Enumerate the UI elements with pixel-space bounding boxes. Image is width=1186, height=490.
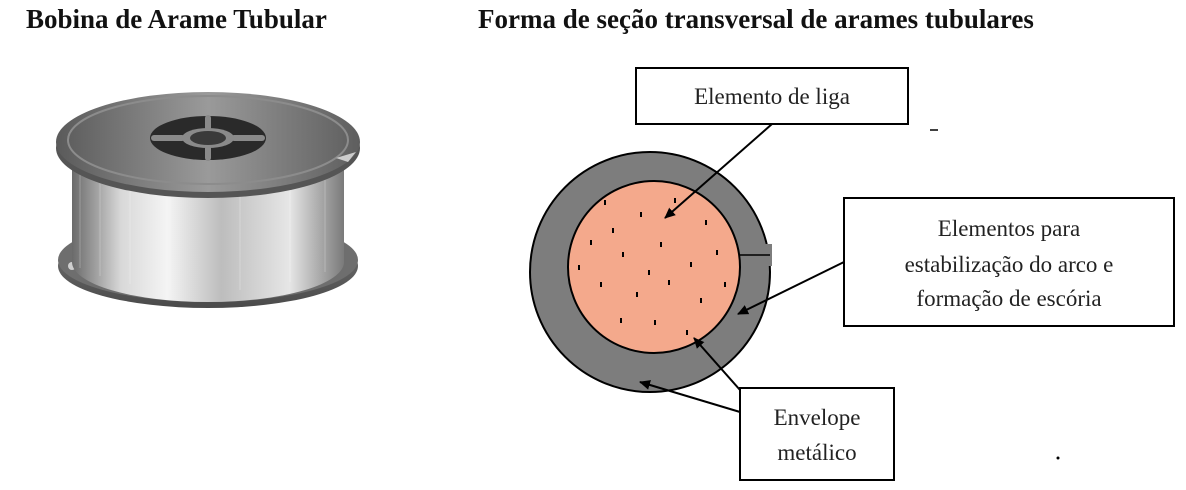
- alloy-core: [567, 180, 741, 354]
- label-sheath-line-2: metálico: [777, 440, 856, 465]
- label-stabilizers-box: Elementos para estabilização do arco e f…: [843, 197, 1175, 327]
- wire-spool-image: [56, 92, 360, 308]
- label-stabilizers-line-3: formação de escória: [916, 286, 1101, 311]
- label-stabilizers-line-2: estabilização do arco e: [905, 252, 1114, 277]
- flux-particles: [578, 198, 726, 335]
- arrow-sheath-outer: [639, 380, 741, 413]
- cross-section-title: Forma de seção transversal de arames tub…: [478, 4, 1034, 34]
- arrow-sheath-inner: [693, 337, 741, 391]
- label-alloy-box: Elemento de liga: [635, 67, 909, 125]
- arrow-stabilizers: [737, 261, 845, 315]
- label-alloy-line-1: Elemento de liga: [694, 84, 850, 109]
- cross-section-diagram: [529, 151, 772, 393]
- label-sheath-line-1: Envelope: [774, 405, 861, 430]
- label-sheath-box: Envelope metálico: [739, 387, 895, 481]
- spool-title: Bobina de Arame Tubular: [26, 4, 327, 34]
- arrow-alloy: [664, 123, 773, 219]
- label-stabilizers-line-1: Elementos para: [938, 216, 1080, 241]
